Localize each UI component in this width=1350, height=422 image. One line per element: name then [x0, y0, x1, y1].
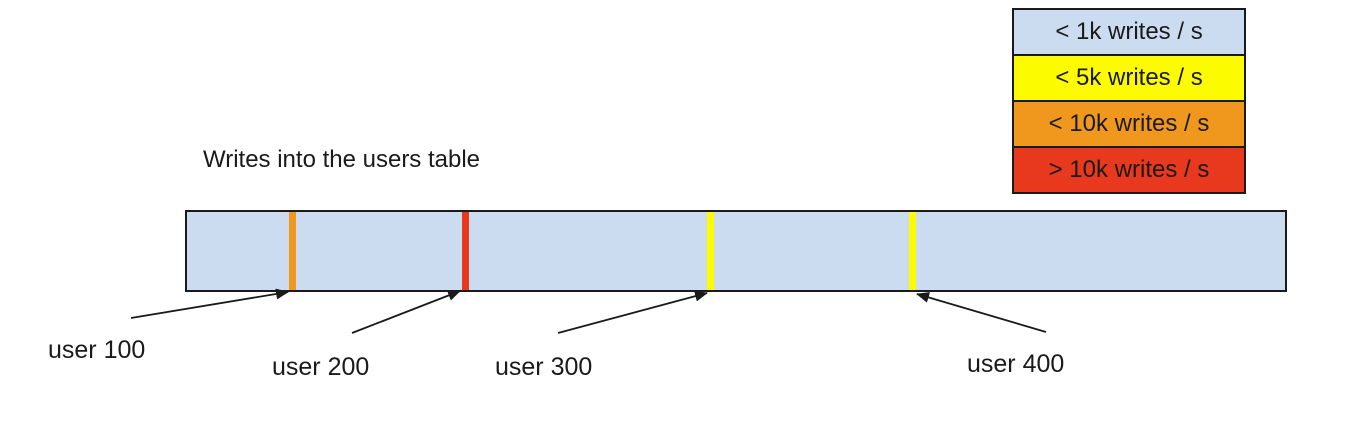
arrow-user-400 [916, 292, 1047, 333]
arrow-user-200 [351, 290, 461, 334]
write-marker-user-300 [707, 212, 715, 290]
label-user-300: user 300 [495, 353, 593, 381]
legend-item-lt-5k: < 5k writes / s [1012, 54, 1246, 102]
write-marker-user-400 [909, 212, 917, 290]
legend-item-lt-1k-label: < 1k writes / s [1055, 18, 1203, 45]
legend-item-lt-10k: < 10k writes / s [1012, 100, 1246, 148]
legend-item-gt-10k-label: > 10k writes / s [1048, 156, 1210, 183]
arrow-user-100 [130, 288, 289, 319]
legend-item-lt-1k: < 1k writes / s [1012, 8, 1246, 56]
write-marker-user-200 [461, 212, 469, 290]
legend: < 1k writes / s < 5k writes / s < 10k wr… [1012, 8, 1246, 194]
legend-item-lt-10k-label: < 10k writes / s [1048, 110, 1210, 137]
label-user-200: user 200 [272, 353, 370, 381]
users-table-bar [185, 210, 1287, 292]
label-user-100: user 100 [48, 336, 146, 364]
write-marker-user-100 [289, 212, 297, 290]
legend-item-lt-5k-label: < 5k writes / s [1055, 64, 1203, 91]
arrow-user-300 [557, 290, 708, 334]
legend-item-gt-10k: > 10k writes / s [1012, 146, 1246, 194]
diagram-title: Writes into the users table [203, 146, 481, 173]
label-user-400: user 400 [967, 350, 1065, 378]
